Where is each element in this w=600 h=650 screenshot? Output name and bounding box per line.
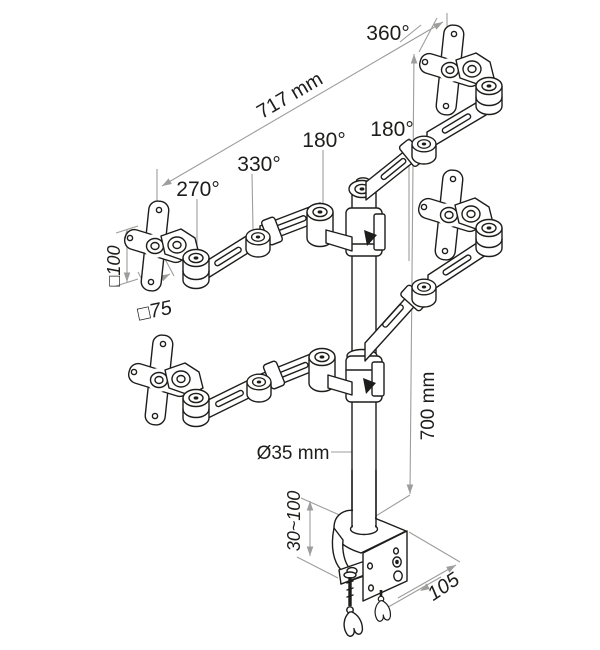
label-clamp-range: 30~100 [284, 491, 304, 552]
vesa-pivot-joint [475, 76, 503, 96]
vesa-pivot-joint [182, 388, 210, 408]
elbow-joint [411, 278, 437, 296]
arm-lower-left [125, 333, 353, 428]
pole-joint [306, 202, 334, 222]
desk-clamp [331, 469, 408, 638]
dimension-clamp-depth [382, 531, 461, 611]
elbow-joint [245, 228, 271, 246]
clamp-wing-key [372, 594, 392, 623]
arm-upper-right [365, 23, 503, 201]
label-clamp-depth: 105 [424, 568, 465, 605]
dimension-700mm [370, 53, 418, 520]
arm-upper-left [121, 199, 353, 293]
collar-knob [364, 230, 377, 246]
pole-joint [308, 347, 336, 367]
leader-360 [399, 17, 438, 53]
label-vesa-100: □100 [104, 246, 124, 287]
clamp-wing-key [339, 604, 365, 638]
label-180-left: 180° [302, 129, 345, 152]
vesa-pivot-joint [475, 218, 503, 238]
dimension-clamp-range [296, 497, 345, 579]
elbow-joint [411, 135, 437, 153]
label-180-right: 180° [370, 118, 413, 141]
vesa-pivot-joint [182, 248, 210, 268]
elbow-joint [246, 373, 272, 391]
label-270: 270° [176, 178, 219, 201]
labels: 360° 717 mm 180° 180° 330° 270° □100 □75… [104, 22, 464, 605]
label-vesa-75: □75 [136, 297, 175, 326]
pole-upper-collar [345, 207, 386, 257]
label-pole-height: 700 mm [418, 372, 439, 441]
pole-lower-collar [345, 348, 385, 403]
leader-330 [251, 173, 254, 230]
label-pole-diameter: Ø35 mm [257, 443, 330, 464]
arm-mid-right [364, 168, 503, 362]
pole [345, 177, 386, 530]
clamp-screw [343, 571, 357, 606]
collar-knob [363, 378, 376, 394]
label-330: 330° [237, 153, 280, 176]
label-360: 360° [366, 22, 409, 45]
